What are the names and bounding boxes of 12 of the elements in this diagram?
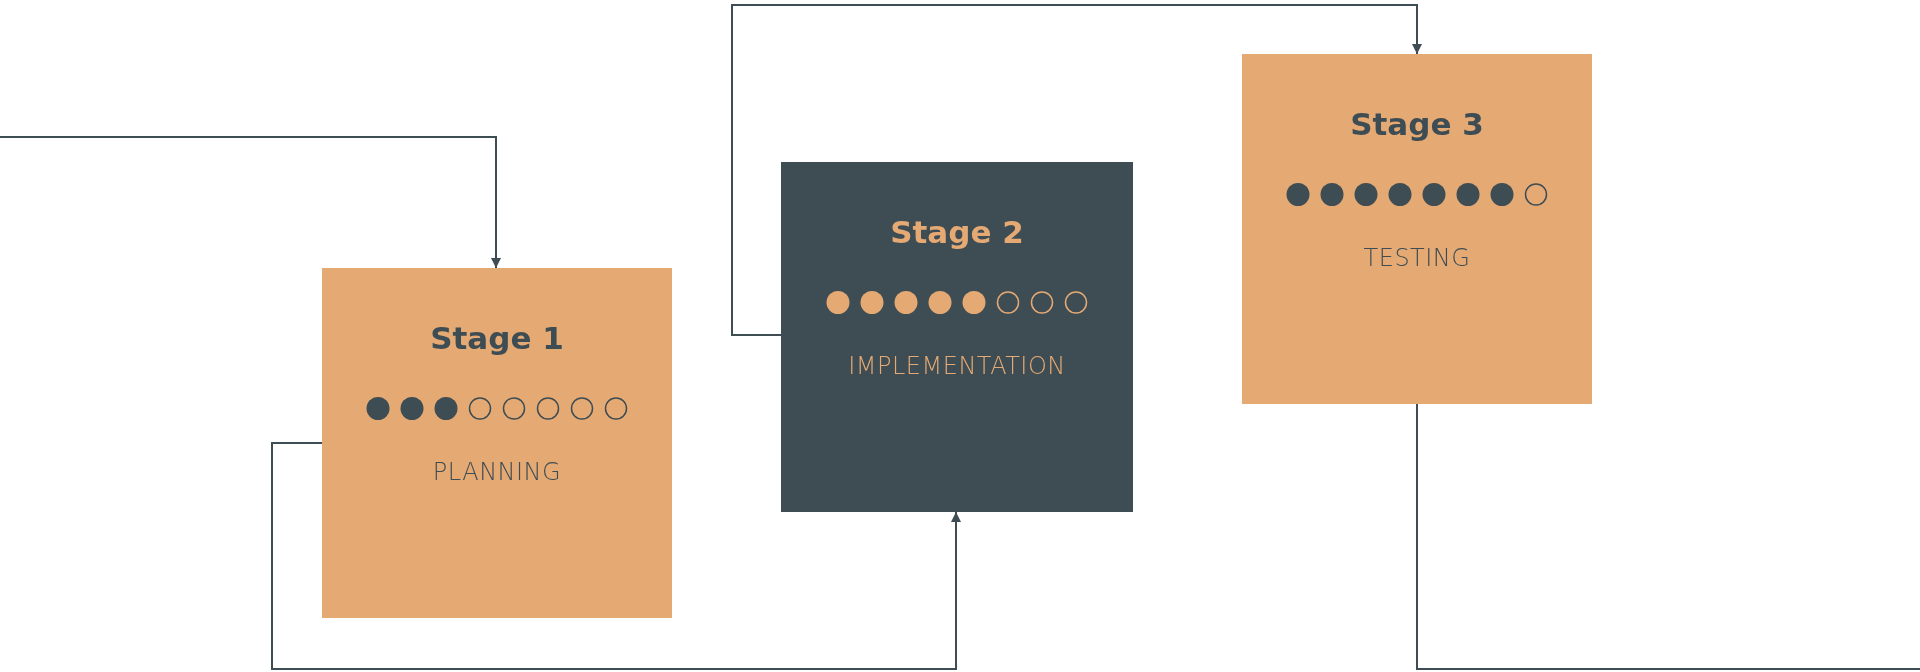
connector-arrow [0, 136, 501, 269]
stage-label: PLANNING [431, 458, 563, 486]
stage-label: TESTING [1362, 244, 1472, 272]
stage-card [781, 162, 1133, 512]
connector-arrow [731, 4, 1422, 336]
stage-card [1242, 54, 1592, 404]
stage-title: Stage 3 [1349, 106, 1485, 142]
stage-title: Stage 2 [889, 214, 1025, 250]
stage-card [322, 268, 672, 618]
stage-title: Stage 1 [429, 320, 565, 356]
stage-label: IMPLEMENTATION [847, 352, 1067, 380]
connector-arrow [271, 442, 961, 670]
